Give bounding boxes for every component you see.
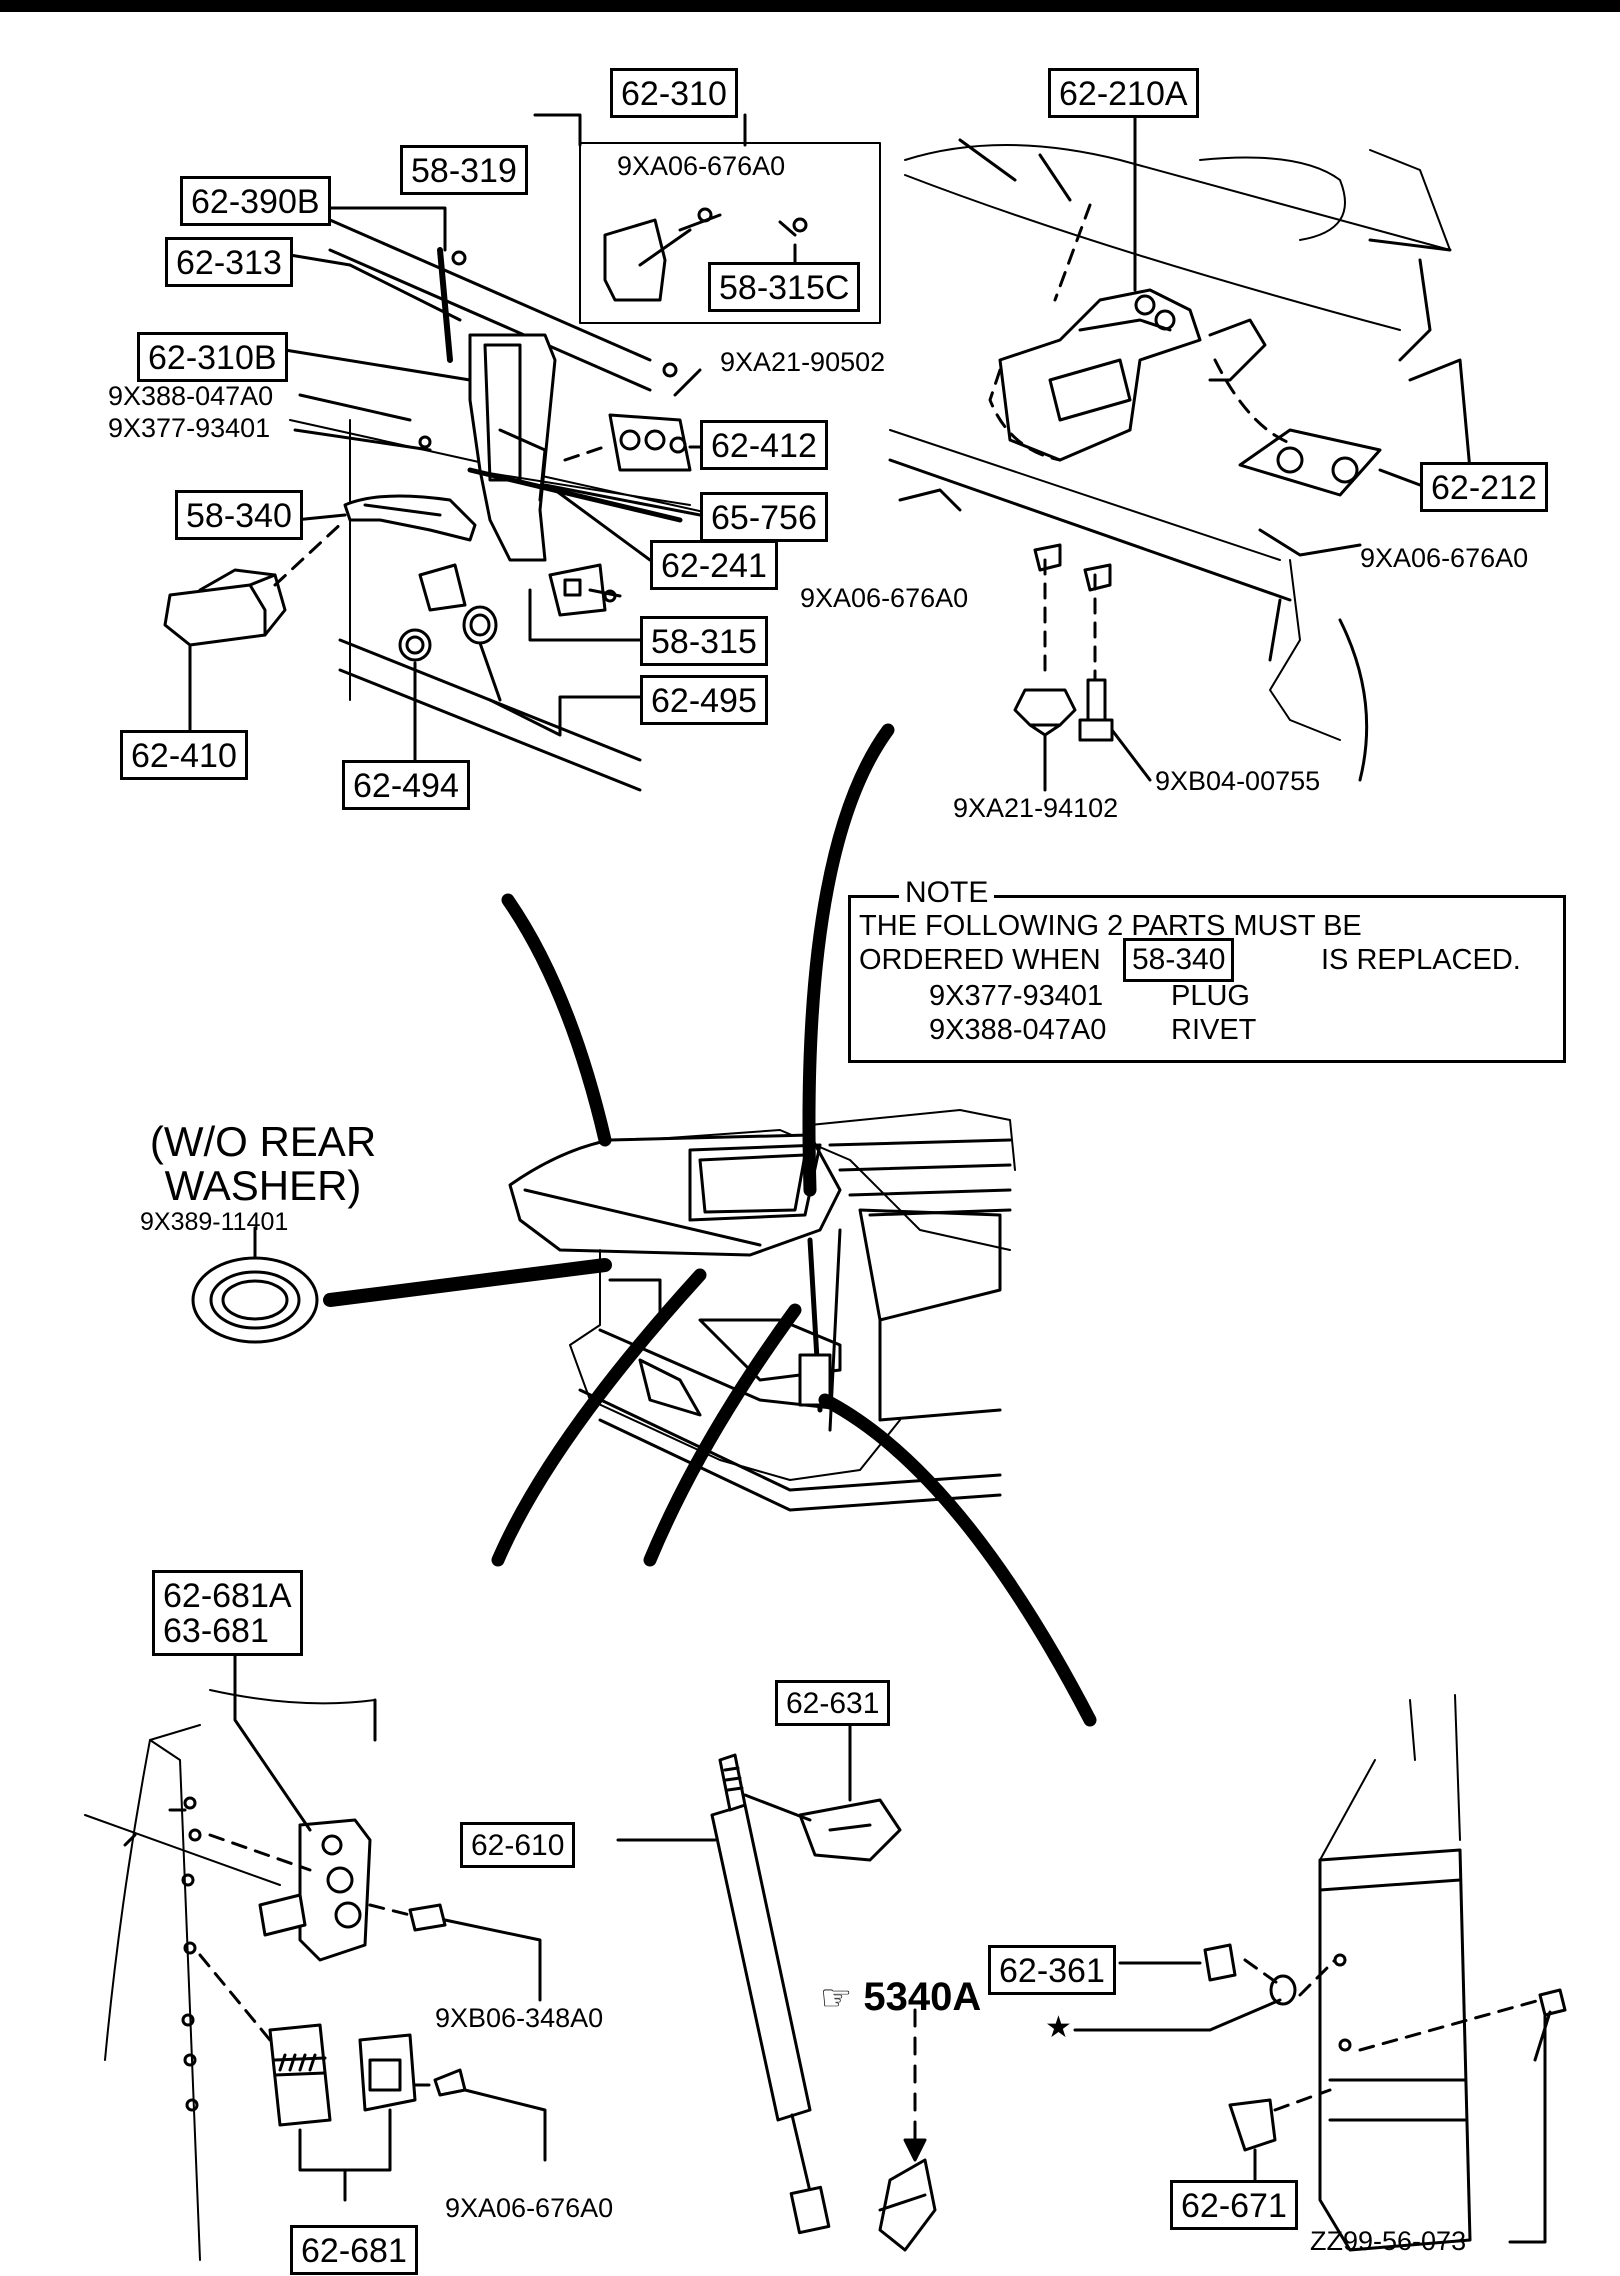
- part-label-62-313: 62-313: [165, 237, 293, 287]
- part-label-62-681: 62-681: [290, 2225, 418, 2275]
- part-label-9xb04-00755: 9XB04-00755: [1155, 766, 1321, 796]
- bezel-62-410: [163, 583, 267, 647]
- part-label-9xa21-94102: 9XA21-94102: [953, 793, 1119, 823]
- handle-58-340: [343, 494, 477, 542]
- bracket-62-631: [798, 1798, 902, 1862]
- bracket-62-412: [608, 413, 692, 472]
- reference-code: 5340A: [863, 1975, 982, 2019]
- washer-caption-line-1: (W/O REAR: [149, 1118, 377, 1165]
- star-marker: ★: [1045, 2011, 1072, 2044]
- part-label-62-212: 62-212: [1420, 462, 1548, 512]
- part-label-62-494: 62-494: [342, 760, 470, 810]
- part-label-62-412: 62-412: [700, 420, 828, 470]
- pointer-line-6: [818, 1393, 1097, 1727]
- seal-62-495: [462, 605, 498, 645]
- striker-assembly-group: [84, 1613, 547, 2261]
- hinge-62-210a: [998, 288, 1202, 462]
- plate-58-315: [548, 563, 607, 617]
- pointer-line-4: [491, 1268, 707, 1567]
- part-label-9xa21-90502: 9XA21-90502: [720, 347, 886, 377]
- part-label-65-756: 65-756: [700, 492, 828, 542]
- note-part-1-number: 9X377-93401: [929, 980, 1104, 1012]
- part-label-58-340: 58-340: [175, 490, 303, 540]
- part-label-9xa06-676a0-mid: 9XA06-676A0: [800, 583, 969, 613]
- part-label-9xa06-676a0-top: 9XA06-676A0: [617, 151, 786, 181]
- tail-lamp-group: [1073, 1694, 1567, 2252]
- note-part-2-number: 9X388-047A0: [929, 1014, 1107, 1046]
- pointer-line-2: [802, 723, 895, 1197]
- note-box: NOTE THE FOLLOWING 2 PARTS MUST BE ORDER…: [848, 876, 1566, 1063]
- hinge-assembly-group: [888, 115, 1472, 792]
- part-label-58-315c: 58-315C: [708, 262, 861, 312]
- part-label-62-361: 62-361: [988, 1945, 1116, 1995]
- note-line-1: THE FOLLOWING 2 PARTS MUST BE: [859, 910, 1362, 942]
- part-label-62-681a: 62-681A: [152, 1570, 303, 1656]
- gas-strut-group: [616, 1718, 937, 2252]
- part-label-62-410: 62-410: [120, 730, 248, 780]
- part-label-58-315: 58-315: [640, 616, 768, 666]
- part-label-9xa06-676a0-right: 9XA06-676A0: [1360, 543, 1529, 573]
- note-part-1-name: PLUG: [1171, 980, 1250, 1012]
- vehicle-group: [191, 723, 1097, 1727]
- washer-caption: (W/O REAR WASHER): [108, 1120, 418, 1208]
- part-label-9x377-93401: 9X377-93401: [108, 413, 271, 443]
- latch-body: [468, 333, 557, 562]
- part-label-62-390b: 62-390B: [180, 176, 331, 226]
- part-label-9xa06-676a0-bottom: 9XA06-676A0: [445, 2193, 614, 2223]
- washer-caption-line-2: WASHER): [164, 1162, 362, 1209]
- seal-62-494: [398, 628, 432, 662]
- reference-5340a: ☞ 5340A: [820, 1975, 981, 2020]
- pointing-hand-icon: ☞: [820, 1977, 853, 2018]
- part-label-9x388-047a0: 9X388-047A0: [108, 381, 274, 411]
- pointer-line-1: [501, 893, 612, 1147]
- part-label-9x389-11401: 9X389-11401: [140, 1208, 289, 1236]
- part-label-62-495: 62-495: [640, 675, 768, 725]
- note-title: NOTE: [899, 876, 995, 910]
- part-label-62-671: 62-671: [1170, 2180, 1298, 2230]
- note-line-2-prefix: ORDERED WHEN: [859, 944, 1101, 976]
- plate-62-212: [1238, 428, 1382, 497]
- strut-62-610: [710, 1803, 812, 2122]
- part-label-62-631: 62-631: [775, 1680, 891, 1726]
- tail-lamp-housing: [1318, 1848, 1472, 2252]
- part-label-63-681: 63-681: [163, 1612, 269, 1650]
- nut-9xa21-94102: [1013, 688, 1077, 727]
- note-ref-58-340: 58-340: [1123, 938, 1235, 982]
- part-label-62-610: 62-610: [460, 1822, 576, 1868]
- latch-assembly-group: [163, 113, 881, 792]
- note-line-2-suffix: IS REPLACED.: [1321, 944, 1521, 976]
- part-label-58-319: 58-319: [400, 145, 528, 195]
- part-label-62-310b: 62-310B: [137, 332, 288, 382]
- part-label-62-310: 62-310: [610, 68, 738, 118]
- reflector-62-671: [1228, 2098, 1277, 2152]
- part-label-9xb06-348a0: 9XB06-348A0: [435, 2003, 604, 2033]
- top-border: [0, 0, 1620, 12]
- note-part-2-name: RIVET: [1171, 1014, 1257, 1046]
- bolt-9xb04-00755: [1086, 678, 1107, 722]
- part-label-62-210a: 62-210A: [1048, 68, 1199, 118]
- pointer-line-3: [323, 1258, 612, 1307]
- part-label-62-241: 62-241: [650, 540, 778, 590]
- open-liftgate: [508, 1133, 842, 1257]
- pointer-line-5: [643, 1303, 802, 1567]
- part-label-zz99-56-073: ZZ99-56-073: [1310, 2226, 1467, 2256]
